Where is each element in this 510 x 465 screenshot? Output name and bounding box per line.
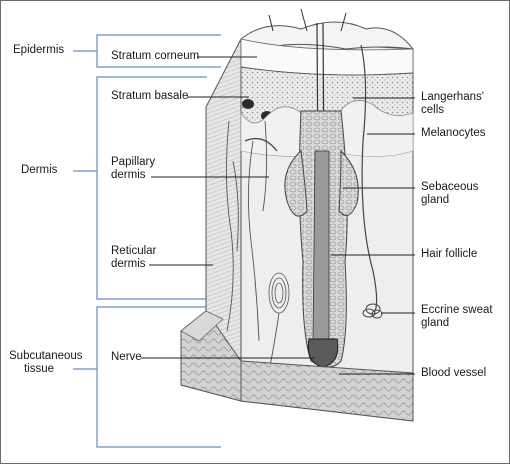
layer-brackets [73, 34, 221, 448]
label-dermis: Dermis [21, 164, 58, 176]
hair-strand [268, 14, 274, 32]
hair-strand [340, 12, 347, 32]
label-stratum-corneum: Stratum corneum [111, 50, 200, 62]
eccrine-sweat-duct [360, 44, 378, 312]
inner-root-sheath [312, 150, 330, 347]
melanocyte-cell [242, 99, 254, 109]
leader-lines [141, 56, 415, 375]
sebaceous-gland-left [284, 149, 308, 217]
label-blood-vessel: Blood vessel [421, 367, 487, 379]
label-epidermis: Epidermis [13, 44, 65, 56]
sebaceous-gland-right [338, 149, 359, 216]
label-melanocytes: Melanocytes [421, 127, 486, 139]
label-stratum-basale: Stratum basale [111, 90, 189, 102]
label-sebaceous-gland: Sebaceous gland [421, 181, 479, 206]
label-papillary-dermis: Papillary dermis [111, 156, 156, 181]
subcutaneous-slab [180, 310, 224, 342]
label-reticular-dermis: Reticular dermis [111, 245, 157, 270]
label-subcutaneous-tissue: Subcutaneous tissue [9, 350, 83, 375]
label-nerve: Nerve [111, 351, 142, 363]
label-langerhans-cells: Langerhans' cells [421, 91, 484, 116]
eccrine-sweat-coil [362, 303, 383, 319]
label-eccrine-sweat-gland: Eccrine sweat gland [421, 304, 493, 329]
hair-strand [300, 8, 308, 32]
label-hair-follicle: Hair follicle [421, 248, 478, 260]
